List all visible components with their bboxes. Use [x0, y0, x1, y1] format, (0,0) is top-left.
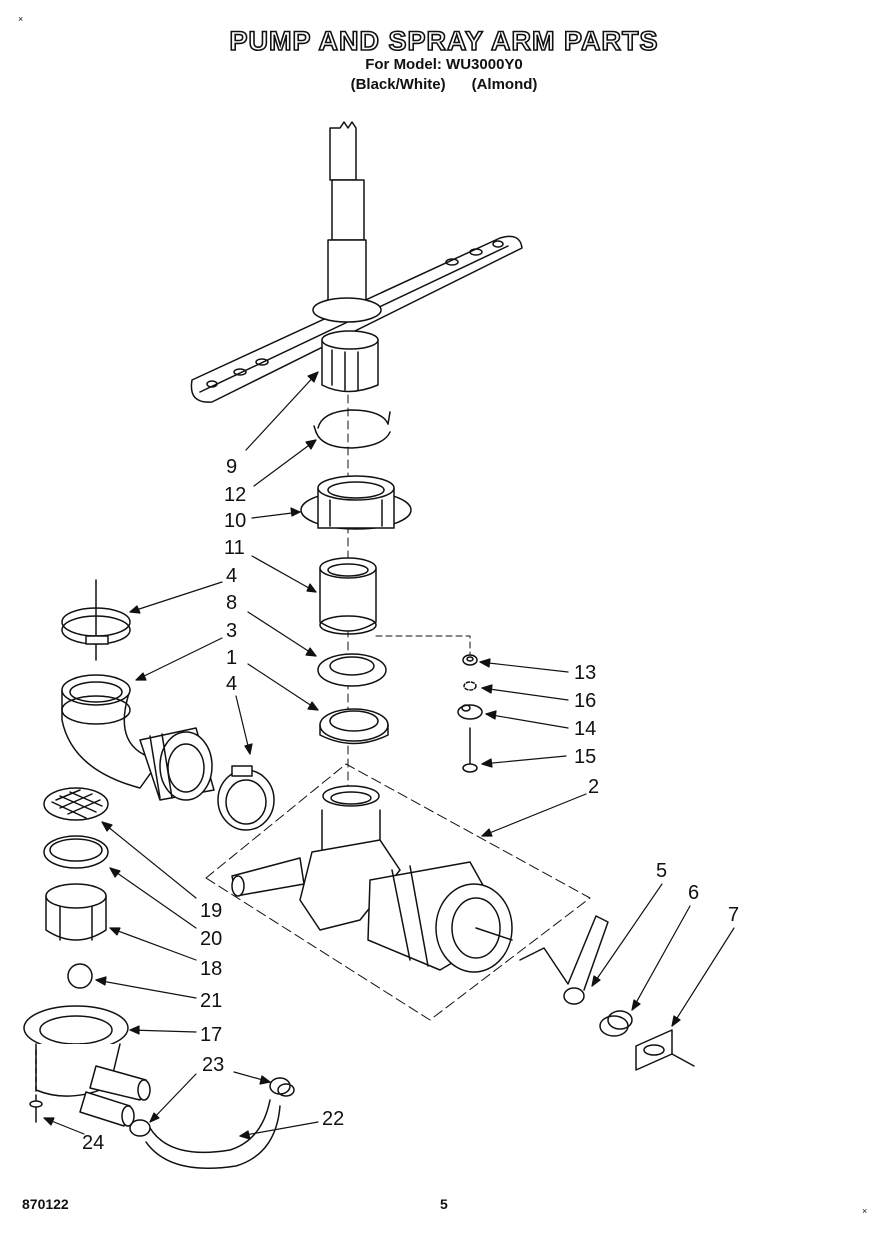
callout-18: 18 [200, 958, 223, 980]
callout-19: 19 [200, 900, 223, 922]
callout-24: 24 [82, 1132, 105, 1154]
drain-hose-clamp-upper-part [269, 1077, 295, 1097]
callout-4-lower: 4 [226, 673, 238, 695]
corner-mark-bottom-right: × [862, 1206, 868, 1216]
callout-6: 6 [688, 882, 700, 904]
sump-part [23, 1005, 151, 1127]
filter-cup-part [319, 557, 377, 635]
callout-5: 5 [656, 860, 668, 882]
callout-14: 14 [574, 718, 597, 740]
callout-7: 7 [728, 904, 740, 926]
small-parts-lead-line [375, 635, 471, 657]
check-ball-part [67, 963, 93, 989]
callout-20: 20 [200, 928, 223, 950]
page-number: 5 [440, 1196, 448, 1212]
check-valve-cup-part [45, 883, 107, 941]
callout-16: 16 [574, 690, 597, 712]
callout-9: 9 [226, 456, 238, 478]
elbow-hose-part [61, 674, 215, 801]
model-line: For Model: WU3000Y0 [365, 56, 523, 73]
hose-clamp-upper-part [61, 579, 131, 661]
mounting-plate-part [635, 1029, 695, 1071]
document-code: 870122 [22, 1196, 69, 1212]
nut-part [462, 654, 478, 666]
callout-12: 12 [224, 484, 247, 506]
callout-22: 22 [322, 1108, 345, 1130]
gasket-ring-part [319, 708, 389, 745]
o-ring-part [43, 835, 109, 869]
callout-3: 3 [226, 620, 238, 642]
callout-13: 13 [574, 662, 597, 684]
callout-17: 17 [200, 1024, 223, 1046]
snap-ring-part [313, 409, 391, 449]
callout-21: 21 [200, 990, 223, 1012]
grommet-part [599, 1010, 633, 1037]
color-almond: (Almond) [471, 76, 538, 93]
washer-part [463, 681, 477, 691]
callout-8: 8 [226, 592, 238, 614]
leader-arrows [43, 371, 735, 1140]
callout-1: 1 [226, 647, 238, 669]
drain-hose-clamp-lower-part [129, 1119, 151, 1137]
drain-hose-part [145, 1099, 281, 1169]
seal-ring-part [317, 653, 387, 687]
hose-clamp-lower-part [217, 765, 275, 831]
callout-4-upper: 4 [226, 565, 238, 587]
bracket-part [457, 704, 483, 720]
spray-arm-part [190, 121, 523, 403]
color-black-white: (Black/White) [350, 76, 446, 93]
callout-15: 15 [574, 746, 597, 768]
screw-part [462, 727, 478, 773]
pump-motor-assembly-part [205, 763, 591, 1021]
callout-10: 10 [224, 510, 247, 532]
wire-spring-part [519, 915, 609, 1005]
sump-screw-part [29, 1100, 43, 1123]
page-title: PUMP AND SPRAY ARM PARTS [229, 25, 659, 57]
callout-11: 11 [224, 537, 245, 559]
color-variants: (Black/White) (Almond) [0, 76, 888, 93]
corner-mark-top-left: × [18, 14, 24, 24]
filter-screen-part [43, 787, 109, 821]
callout-2: 2 [588, 776, 600, 798]
housing-part [300, 475, 412, 530]
callout-23: 23 [202, 1054, 225, 1076]
